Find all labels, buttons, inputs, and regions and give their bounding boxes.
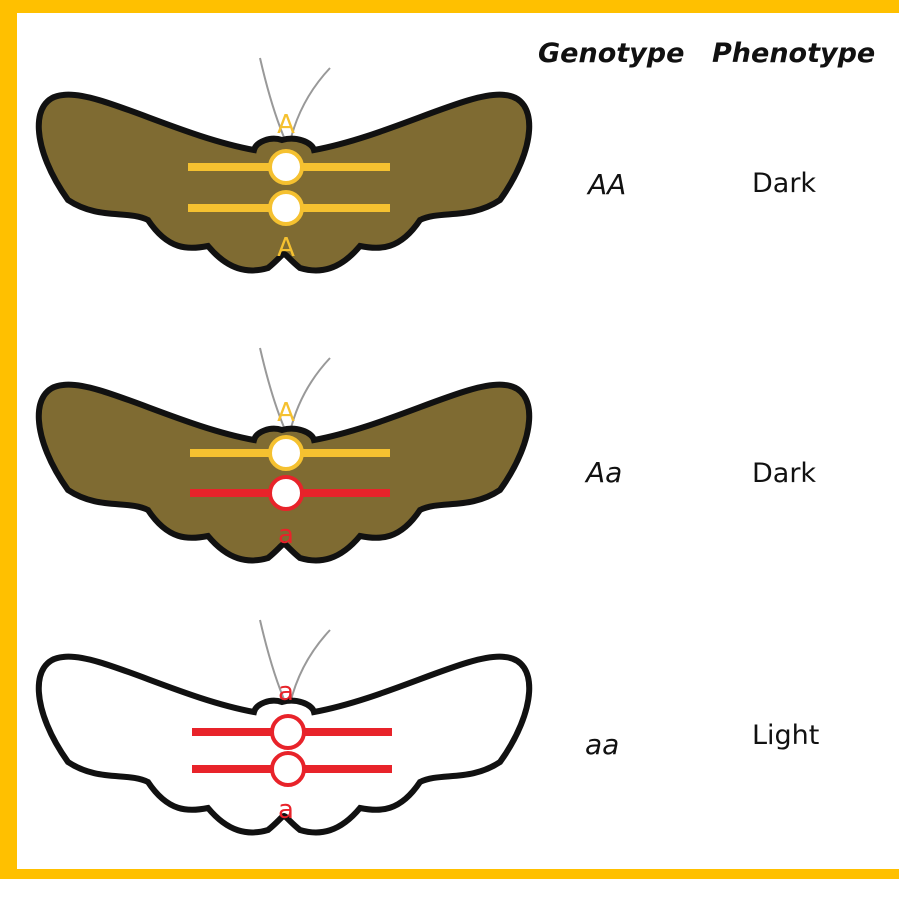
centromere-bottom	[270, 477, 302, 509]
antenna-right	[290, 68, 330, 142]
moth-aa-recessive: a a	[0, 612, 560, 912]
centromere-bottom	[270, 192, 302, 224]
antenna-right	[290, 630, 330, 704]
allele-label-bottom: a	[278, 520, 294, 550]
allele-label-top: A	[277, 110, 295, 140]
centromere-bottom	[272, 753, 304, 785]
phenotype-row-2: Dark	[752, 458, 816, 489]
centromere-top	[272, 716, 304, 748]
genotype-aa-dominant: AA	[588, 168, 626, 201]
moth-heterozygous: A a	[0, 340, 560, 640]
genotype-heterozygous: Aa	[586, 456, 622, 489]
centromere-top	[270, 151, 302, 183]
centromere-top	[270, 437, 302, 469]
allele-label-bottom: a	[278, 795, 294, 825]
genotype-aa-recessive: aa	[585, 728, 619, 761]
allele-label-top: a	[278, 677, 294, 707]
phenotype-header: Phenotype	[712, 38, 875, 69]
phenotype-row-3: Light	[752, 720, 819, 751]
allele-label-top: A	[277, 398, 295, 428]
frame-border-top	[0, 0, 899, 13]
allele-label-bottom: A	[277, 233, 295, 263]
moth-aa-dominant: A A	[0, 50, 560, 350]
figure-frame: Genotype Phenotype A A AA Dark A a Aa Da…	[0, 0, 899, 879]
antenna-right	[290, 358, 330, 432]
phenotype-row-1: Dark	[752, 168, 816, 199]
